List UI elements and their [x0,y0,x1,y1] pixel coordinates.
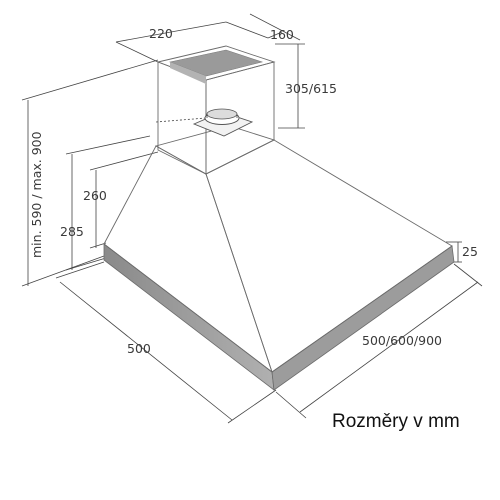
label-chimney-width: 220 [149,26,173,41]
duct-collar [155,108,254,137]
duct-ring-inner [206,108,238,120]
label-chimney-height: 305/615 [285,81,337,96]
units-caption: Rozměry v mm [332,411,460,432]
chimney [156,45,276,175]
label-total-height: min. 590 / max. 900 [29,131,44,258]
label-hood-height-outer: 285 [60,224,84,239]
dimension-lines [21,13,483,424]
dimension-labels: 220 160 305/615 min. 590 / max. 900 260 … [29,26,478,356]
hood-rim-left [103,243,275,391]
label-chimney-depth: 160 [270,27,294,42]
hood-face-left [103,145,273,374]
label-hood-height-inner: 260 [83,188,107,203]
hood-rim-right [271,245,455,391]
hood-body [103,125,455,391]
label-hood-depth: 500/600/900 [362,333,442,348]
label-rim-height: 25 [462,244,478,259]
chimney-inner-wall [170,62,206,84]
label-hood-width: 500 [127,341,151,356]
hood-top [154,125,276,175]
